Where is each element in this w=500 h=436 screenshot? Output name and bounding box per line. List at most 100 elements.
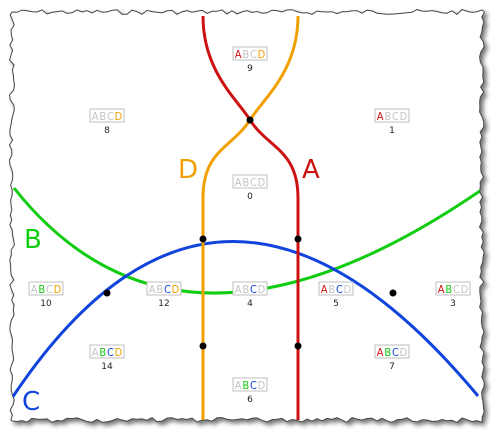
region-letter-a: A — [235, 379, 242, 392]
region-letter-c: C — [46, 283, 53, 296]
region-letter-b: B — [384, 346, 391, 359]
region-number: 14 — [101, 362, 113, 372]
region-letter-c: C — [392, 110, 399, 123]
region-number: 1 — [389, 126, 395, 136]
region-letter-d: D — [400, 110, 408, 123]
region-letter-d: D — [258, 379, 266, 392]
region-letter-c: C — [453, 283, 460, 296]
region-letter-b: B — [242, 379, 249, 392]
region-letter-a: A — [321, 283, 328, 296]
region-letter-box — [232, 46, 268, 61]
region-letter-b: B — [242, 176, 249, 189]
set-label-a: A — [302, 155, 320, 185]
region-letter-d: D — [54, 283, 62, 296]
intersection-dot — [199, 235, 207, 243]
region-letter-b: B — [384, 110, 391, 123]
region-letter-d: D — [461, 283, 469, 296]
region-letter-d: D — [258, 176, 266, 189]
region-letter-b: B — [445, 283, 452, 296]
region-letter-b: B — [156, 283, 163, 296]
region-letter-box — [232, 281, 268, 296]
intersection-dot — [246, 116, 254, 124]
region-letter-box — [318, 281, 354, 296]
region-letter-box — [89, 344, 125, 359]
intersection-dot — [199, 342, 207, 350]
region-letter-c: C — [336, 283, 343, 296]
region-number: 9 — [247, 64, 253, 74]
region-number: 4 — [247, 299, 253, 309]
region-letter-a: A — [438, 283, 445, 296]
region-letter-d: D — [172, 283, 180, 296]
region-letter-a: A — [377, 110, 384, 123]
torn-paper-background — [8, 8, 486, 424]
region-letter-c: C — [250, 379, 257, 392]
region-letter-a: A — [235, 283, 242, 296]
region-letter-d: D — [115, 110, 123, 123]
region-letter-c: C — [164, 283, 171, 296]
region-letter-a: A — [92, 110, 99, 123]
region-letter-a: A — [235, 176, 242, 189]
region-letter-a: A — [92, 346, 99, 359]
region-letter-b: B — [99, 110, 106, 123]
region-letter-box — [146, 281, 182, 296]
set-label-c: C — [22, 387, 40, 417]
intersection-dot — [103, 289, 111, 297]
region-letter-box — [435, 281, 471, 296]
region-letter-c: C — [250, 283, 257, 296]
region-letter-box — [89, 108, 125, 123]
region-letter-d: D — [258, 48, 266, 61]
region-letter-d: D — [400, 346, 408, 359]
curve-c-blue — [10, 240, 480, 399]
region-number: 12 — [158, 299, 169, 309]
region-number: 6 — [247, 395, 253, 405]
region-letter-a: A — [31, 283, 38, 296]
intersection-dot — [294, 235, 302, 243]
region-letter-d: D — [115, 346, 123, 359]
region-letter-d: D — [344, 283, 352, 296]
set-label-b: B — [24, 225, 42, 255]
intersection-points — [103, 116, 397, 350]
region-number: 10 — [40, 299, 52, 309]
region-letter-b: B — [38, 283, 45, 296]
region-letter-c: C — [107, 346, 114, 359]
region-number: 7 — [389, 362, 395, 372]
set-labels: A B C D — [22, 155, 320, 417]
intersection-dot — [294, 342, 302, 350]
region-letter-b: B — [328, 283, 335, 296]
region-number: 3 — [450, 299, 456, 309]
region-letter-a: A — [377, 346, 384, 359]
region-letter-c: C — [250, 48, 257, 61]
region-letter-c: C — [107, 110, 114, 123]
set-label-d: D — [178, 155, 198, 185]
curve-b-green — [12, 182, 485, 295]
region-letter-b: B — [242, 283, 249, 296]
region-letter-box — [232, 377, 268, 392]
region-letter-c: C — [250, 176, 257, 189]
region-letter-a: A — [149, 283, 156, 296]
region-number: 8 — [104, 126, 110, 136]
region-number: 5 — [333, 299, 339, 309]
region-letter-box — [232, 174, 268, 189]
region-letter-b: B — [242, 48, 249, 61]
region-letter-c: C — [392, 346, 399, 359]
region-letter-b: B — [99, 346, 106, 359]
region-number: 0 — [247, 192, 253, 202]
intersection-dot — [389, 289, 397, 297]
region-letter-d: D — [258, 283, 266, 296]
region-letter-box — [374, 344, 410, 359]
